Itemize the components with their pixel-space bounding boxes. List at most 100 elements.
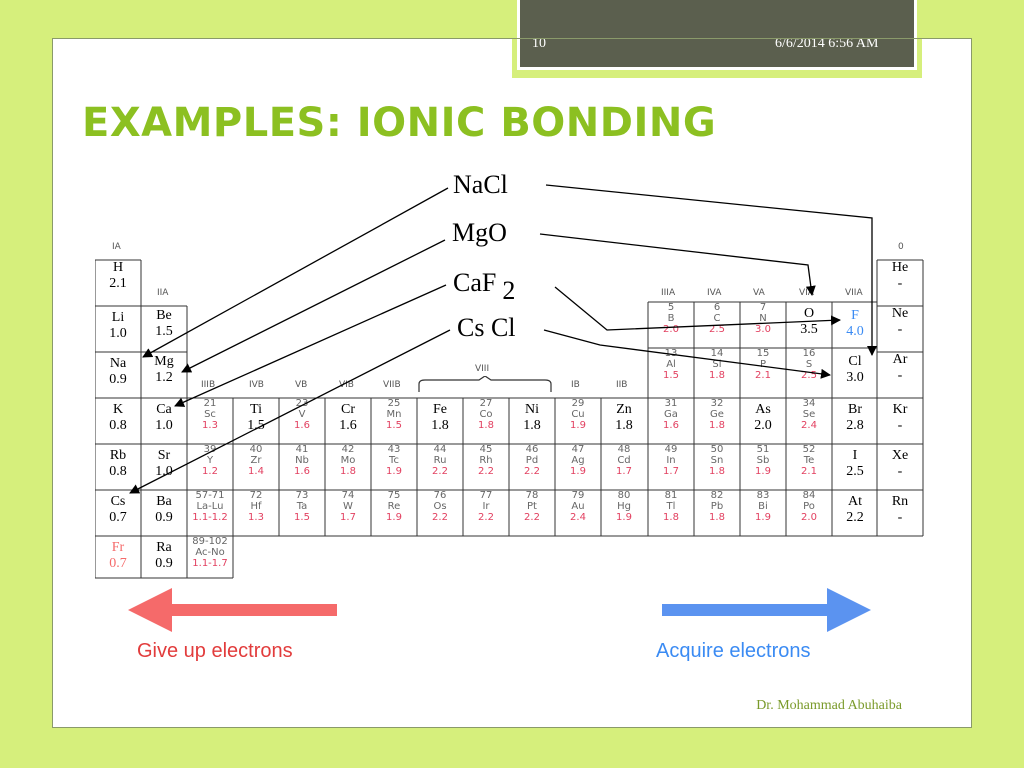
group-label-iva: IVA (707, 288, 722, 298)
slide-number: 10 (532, 36, 546, 51)
element-rn: Rn- (877, 490, 923, 536)
element-ar: Ar- (877, 352, 923, 398)
viii-brace (418, 376, 552, 392)
group-label-ia: IA (112, 242, 121, 252)
give-up-electrons-label: Give up electrons (137, 640, 293, 662)
group-label-viii: VIII (475, 364, 490, 374)
element-xe: Xe- (877, 444, 923, 490)
compound-nacl: NaCl (453, 170, 508, 199)
arrow-nacl-na (142, 187, 449, 358)
group-label-iia: IIA (157, 288, 169, 298)
arrow-caf2-f (554, 286, 841, 331)
compound-mgo: MgO (452, 218, 507, 247)
group-label-ivb: IVB (249, 380, 264, 390)
arrow-mgo-mg (181, 239, 446, 373)
group-label-iib: IIB (616, 380, 628, 390)
group-label-iiib: IIIB (201, 380, 216, 390)
table-gridlines (95, 259, 924, 579)
header-box: 10 6/6/2014 6:56 AM (517, 0, 917, 70)
acquire-electrons-label: Acquire electrons (656, 640, 811, 662)
compound-cscl: Cs Cl (457, 313, 516, 342)
group-label-viia: VIIA (845, 288, 863, 298)
group-label-iiia: IIIA (661, 288, 676, 298)
footer-author: Dr. Mohammad Abuhaiba (756, 698, 902, 713)
slide-datetime: 6/6/2014 6:56 AM (775, 36, 879, 51)
arrow-mgo-o (539, 233, 816, 296)
group-label-zero: 0 (898, 242, 904, 252)
slide-title: EXAMPLES: IONIC BONDING (82, 100, 717, 146)
element-kr: Kr- (877, 398, 923, 444)
element-ne: Ne- (877, 306, 923, 352)
group-label-viib: VIIB (383, 380, 401, 390)
arrow-caf2-ca (174, 284, 447, 407)
right-arrow-icon (662, 588, 871, 632)
group-label-vib: VIB (339, 380, 354, 390)
arrow-nacl-cl (545, 184, 877, 356)
arrow-cscl-cs (129, 329, 451, 494)
left-arrow-icon (128, 588, 337, 632)
arrow-cscl-cl (543, 329, 831, 379)
group-label-vb: VB (295, 380, 308, 390)
